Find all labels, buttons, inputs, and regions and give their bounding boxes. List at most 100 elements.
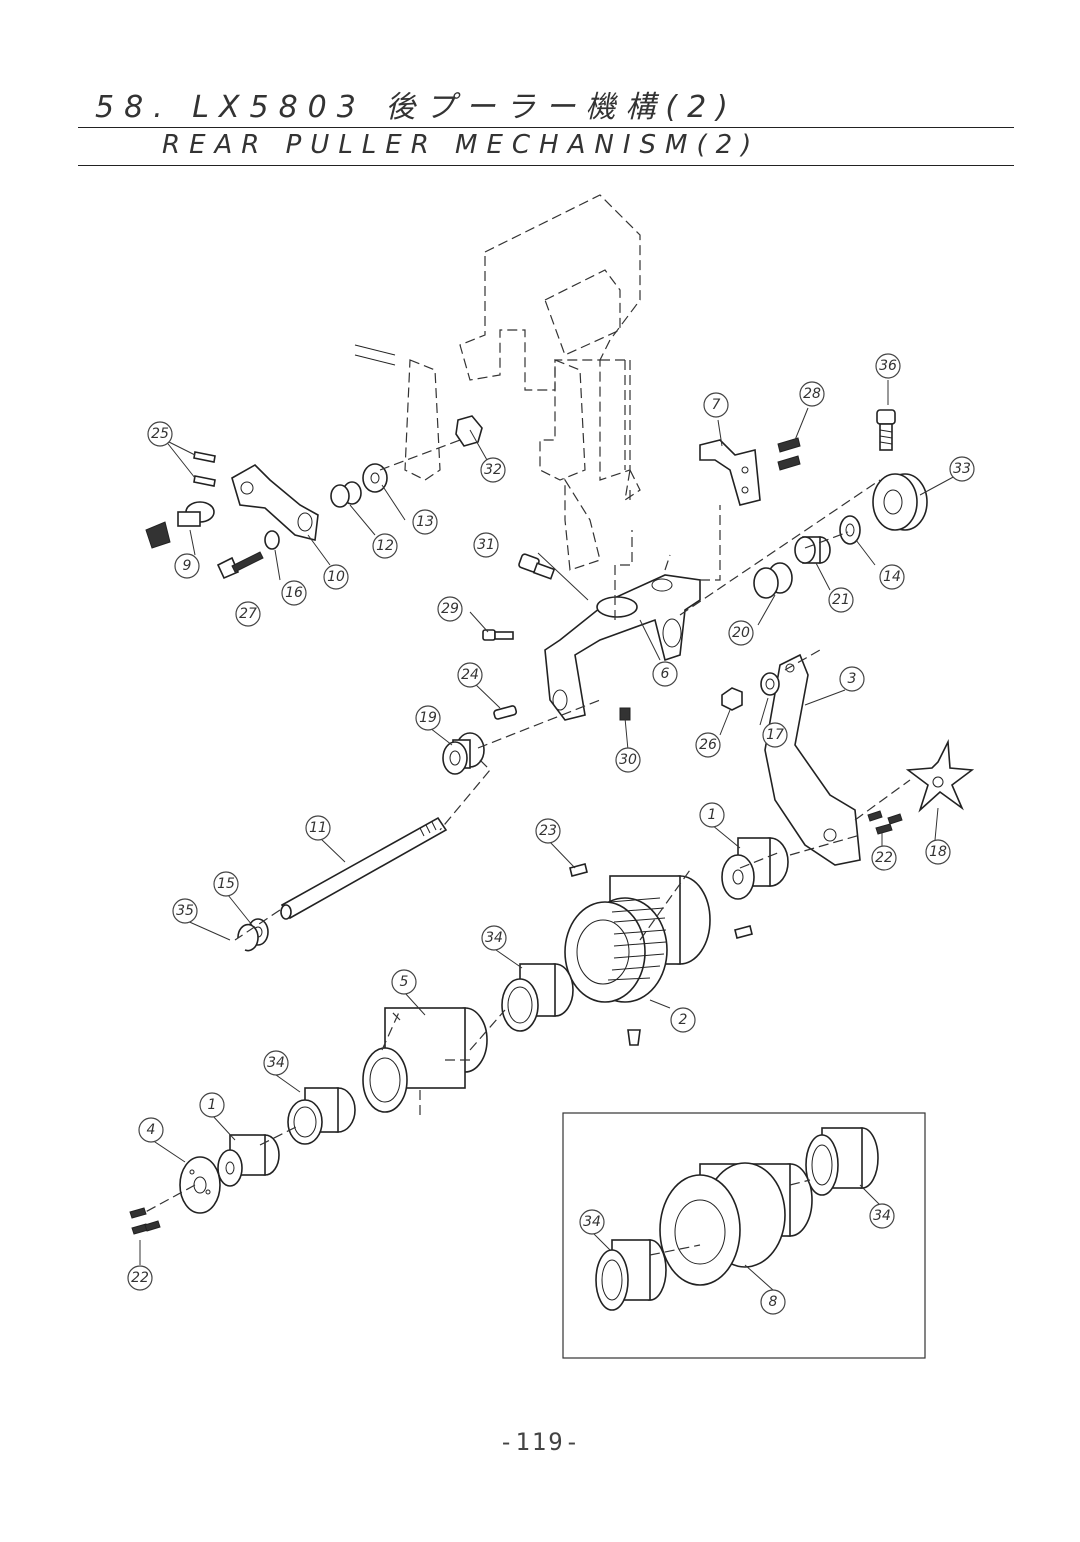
- callout-17: 17: [762, 722, 788, 748]
- part-2-knurled-roller: [564, 875, 753, 1046]
- callout-21: 21: [828, 587, 854, 613]
- callout-4: 4: [138, 1117, 164, 1143]
- svg-text:4: 4: [147, 1122, 156, 1138]
- callout-18: 18: [925, 839, 951, 865]
- part-36-cap-screw: [876, 409, 896, 451]
- part-21-bushing: [794, 536, 831, 564]
- part-9-shoulder-screw: [145, 501, 215, 549]
- svg-text:5: 5: [400, 974, 409, 990]
- svg-text:6: 6: [661, 666, 670, 682]
- part-12-bushing: [330, 481, 362, 508]
- part-27-bolt: [216, 551, 264, 580]
- callout-6: 6: [652, 661, 678, 687]
- svg-text:12: 12: [376, 538, 394, 554]
- callout-34-inset-right: 34: [869, 1203, 895, 1229]
- svg-text:25: 25: [151, 426, 169, 442]
- machine-body-outline: [354, 194, 641, 571]
- callout-1-upper: 1: [699, 802, 725, 828]
- part-1-collar-lower: [217, 1134, 280, 1187]
- callout-9: 9: [174, 553, 200, 579]
- svg-text:8: 8: [769, 1294, 778, 1310]
- svg-text:20: 20: [732, 625, 750, 641]
- part-17-washer: [760, 672, 780, 696]
- callout-26: 26: [695, 732, 721, 758]
- svg-text:34: 34: [583, 1214, 601, 1230]
- part-24-pin: [493, 705, 518, 720]
- callout-23: 23: [535, 818, 561, 844]
- part-34-bearing-center: [501, 963, 574, 1032]
- svg-text:1: 1: [208, 1097, 217, 1113]
- svg-text:1: 1: [708, 807, 717, 823]
- svg-text:16: 16: [285, 585, 303, 601]
- inset-box: [562, 1112, 926, 1359]
- callout-13: 13: [412, 509, 438, 535]
- callout-36: 36: [875, 353, 901, 379]
- part-8-roller-inset: [659, 1162, 813, 1286]
- part-7-bracket: [699, 439, 761, 506]
- callout-22-upper: 22: [871, 845, 897, 871]
- callout-22-lower: 22: [127, 1265, 153, 1291]
- part-22-screws-upper: [867, 810, 903, 835]
- callout-14: 14: [879, 564, 905, 590]
- header-rule-bottom: [78, 165, 1014, 166]
- svg-text:17: 17: [766, 727, 784, 743]
- svg-text:24: 24: [461, 667, 479, 683]
- part-14-washer: [839, 515, 861, 545]
- part-16-washer: [264, 530, 280, 550]
- part-33-collar: [872, 473, 928, 531]
- part-20-bushing: [753, 562, 793, 599]
- callout-15: 15: [213, 871, 239, 897]
- part-35-e-ring: [237, 923, 259, 952]
- part-31-screw: [518, 553, 556, 580]
- part-1-collar-upper: [721, 837, 789, 900]
- svg-text:18: 18: [929, 844, 947, 860]
- svg-text:33: 33: [953, 461, 971, 477]
- svg-text:34: 34: [873, 1208, 891, 1224]
- part-22-screws-lower: [129, 1207, 161, 1235]
- svg-text:23: 23: [539, 823, 557, 839]
- svg-text:13: 13: [416, 514, 434, 530]
- part-34-bearing-inset-left: [595, 1239, 667, 1311]
- svg-text:2: 2: [679, 1012, 688, 1028]
- svg-text:30: 30: [619, 752, 637, 768]
- part-19-bushing: [442, 732, 485, 775]
- part-10-link: [231, 464, 319, 541]
- svg-text:15: 15: [217, 876, 235, 892]
- header-rule-top: [78, 127, 1014, 128]
- svg-text:14: 14: [883, 569, 901, 585]
- svg-text:10: 10: [327, 569, 345, 585]
- svg-text:34: 34: [485, 930, 503, 946]
- callouts: 36 7 28 25 33 32 13 9 10 12 16 14 31 27 …: [127, 353, 975, 1315]
- callout-34-inset-left: 34: [579, 1209, 605, 1235]
- svg-text:34: 34: [267, 1055, 285, 1071]
- callout-11: 11: [305, 815, 331, 841]
- part-3-lever-arm: [764, 653, 861, 866]
- page-title-jp: 58. LX5803 後プーラー機構(2): [95, 90, 738, 125]
- part-32-nut: [455, 415, 483, 447]
- callout-35: 35: [172, 898, 198, 924]
- callout-32: 32: [480, 457, 506, 483]
- callout-24: 24: [457, 662, 483, 688]
- svg-text:36: 36: [879, 358, 897, 374]
- callout-10: 10: [323, 564, 349, 590]
- part-5-sleeve: [362, 1007, 488, 1113]
- svg-text:22: 22: [875, 850, 893, 866]
- callout-19: 19: [415, 705, 441, 731]
- callout-7: 7: [703, 392, 729, 418]
- callout-30: 30: [615, 747, 641, 773]
- callout-34-left: 34: [263, 1050, 289, 1076]
- callout-16: 16: [281, 580, 307, 606]
- callout-34-center: 34: [481, 925, 507, 951]
- callout-2: 2: [670, 1007, 696, 1033]
- svg-text:21: 21: [832, 592, 850, 608]
- callout-33: 33: [949, 456, 975, 482]
- part-29-screw: [482, 629, 514, 641]
- part-25-screws: [193, 451, 216, 487]
- callout-25: 25: [147, 421, 173, 447]
- svg-text:9: 9: [183, 558, 192, 574]
- svg-text:29: 29: [441, 601, 459, 617]
- callout-27: 27: [235, 601, 261, 627]
- callout-1-lower: 1: [199, 1092, 225, 1118]
- svg-text:28: 28: [803, 386, 821, 402]
- svg-text:32: 32: [484, 462, 502, 478]
